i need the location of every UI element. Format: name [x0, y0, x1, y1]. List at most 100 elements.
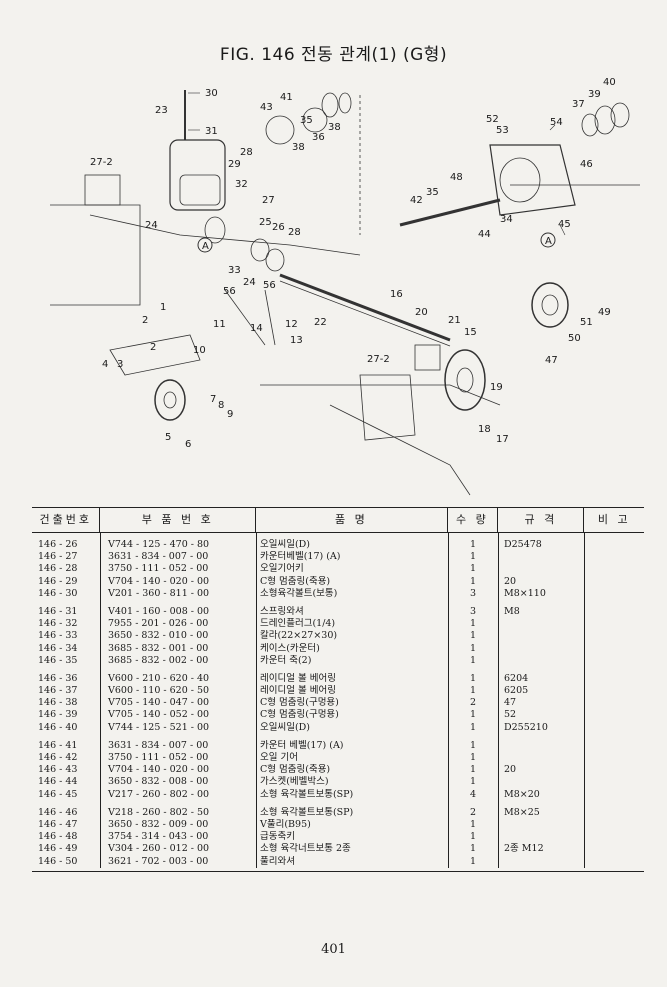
cell-part-no: V217 - 260 - 802 - 00 — [108, 788, 210, 800]
callout-10: 10 — [193, 345, 206, 356]
cell-part-name: 오일씨일(D) — [260, 721, 310, 733]
cell-part-no: V705 - 140 - 047 - 00 — [108, 697, 210, 709]
callout-24a: 24 — [145, 220, 158, 231]
cell-quantity: 1 — [469, 618, 477, 630]
cell-spec: D25478 — [504, 539, 542, 550]
cell-part-name: 오일 기어 — [260, 752, 298, 763]
callout-4: 4 — [102, 359, 108, 370]
cell-quantity: 1 — [469, 642, 477, 654]
cell-part-no: 7955 - 201 - 026 - 00 — [108, 618, 209, 630]
cell-part-no: 3621 - 702 - 003 - 00 — [108, 855, 209, 867]
callout-25: 25 — [259, 217, 272, 228]
cell-part-no: 3754 - 314 - 043 - 00 — [108, 831, 209, 843]
cell-part-name: 급동축키 — [260, 831, 295, 843]
callout-9: 9 — [227, 409, 233, 420]
cell-part-no: 3685 - 832 - 002 - 00 — [108, 654, 209, 666]
callout-11: 11 — [213, 319, 226, 330]
cell-remarks — [584, 618, 644, 630]
cell-remarks — [584, 563, 644, 575]
cell-part-name: 레이디얼 볼 베어링 — [260, 685, 336, 697]
callout-16: 16 — [390, 289, 403, 300]
cell-quantity: 1 — [469, 764, 477, 776]
cell-part-name: 카운터베벨(17) (A) — [260, 551, 341, 563]
cell-spec — [498, 776, 584, 788]
cell-spec — [498, 740, 584, 752]
cell-quantity: 2 — [469, 697, 477, 709]
cell-index-no: 146 - 40 — [38, 721, 78, 733]
cell-quantity: 1 — [469, 709, 477, 721]
callout-22: 22 — [314, 317, 327, 328]
cell-spec: 20 — [504, 575, 517, 587]
cell-part-name: C형 멈춤링(축용) — [260, 764, 331, 776]
cell-part-name: 소형육각볼트(보통) — [260, 587, 338, 599]
callout-26: 26 — [272, 222, 285, 233]
cell-spec: M8×20 — [504, 788, 540, 800]
cell-index-no: 146 - 42 — [38, 752, 78, 763]
cell-spec: 20 — [504, 764, 517, 776]
cell-part-no: V704 - 140 - 020 - 00 — [108, 764, 210, 776]
cell-remarks — [584, 740, 644, 752]
cell-remarks — [584, 697, 644, 709]
page-number: 401 — [321, 942, 346, 957]
callout-39: 39 — [588, 89, 601, 100]
cell-remarks — [584, 807, 644, 819]
callout-32: 32 — [235, 179, 248, 190]
callout-7: 7 — [210, 394, 216, 405]
callout-27-2-bottom: 27-2 — [367, 354, 390, 365]
cell-part-no: V744 - 125 - 521 - 00 — [108, 721, 210, 733]
callout-28b: 28 — [288, 227, 301, 238]
cell-spec — [498, 551, 584, 563]
callout-36: 36 — [312, 132, 325, 143]
cell-spec: 6204 — [504, 672, 529, 684]
cell-part-name: 오일기어키 — [260, 563, 304, 575]
callout-35a: 35 — [300, 115, 313, 126]
cell-remarks — [584, 722, 644, 734]
cell-quantity: 2 — [469, 806, 477, 818]
figure-title: FIG. 146 전동 관계(1) (G형) — [219, 45, 448, 65]
cell-spec: 6205 — [504, 685, 529, 697]
diagram-svg: 30 31 23 43 41 38 36 38 35 40 39 37 54 5… — [50, 77, 640, 496]
cell-index-no: 146 - 35 — [38, 654, 78, 666]
cell-part-no: V218 - 260 - 802 - 50 — [108, 806, 210, 818]
cell-spec: 2종 M12 — [504, 843, 544, 855]
callout-5: 5 — [165, 432, 171, 443]
cell-remarks — [584, 789, 644, 801]
cell-remarks — [584, 752, 644, 764]
exploded-parts-diagram: 30 31 23 43 41 38 36 38 35 40 39 37 54 5… — [30, 75, 640, 500]
cell-index-no: 146 - 33 — [38, 630, 78, 642]
cell-part-no: 3685 - 832 - 001 - 00 — [108, 642, 209, 654]
cell-spec — [498, 655, 584, 667]
cell-remarks — [584, 606, 644, 618]
callout-49: 49 — [598, 307, 611, 318]
callout-17: 17 — [496, 434, 509, 445]
cell-remarks — [584, 576, 644, 588]
cell-quantity: 1 — [469, 776, 477, 788]
header-part-no: 부 품 번 호 — [100, 508, 257, 532]
callout-42: 42 — [410, 195, 423, 206]
callout-37: 37 — [572, 99, 585, 110]
cell-spec: M8 — [504, 605, 520, 617]
cell-part-name: 카운터 베벨(17) (A) — [260, 739, 344, 751]
cell-quantity: 3 — [469, 605, 477, 617]
cell-part-name: 소형 육각너트보통 2종 — [260, 843, 351, 855]
cell-part-no: 3631 - 834 - 007 - 00 — [108, 551, 209, 563]
cell-spec — [498, 856, 584, 868]
header-spec: 규 격 — [498, 508, 585, 532]
callout-24b: 24 — [243, 277, 256, 288]
cell-remarks — [584, 764, 644, 776]
cell-part-name: 풀리와셔 — [260, 855, 295, 867]
cell-remarks — [584, 843, 644, 855]
cell-part-no: 3650 - 832 - 010 - 00 — [108, 630, 209, 642]
callout-29: 29 — [228, 159, 241, 170]
callout-12: 12 — [285, 319, 298, 330]
cell-part-no: V704 - 140 - 020 - 00 — [108, 575, 210, 587]
